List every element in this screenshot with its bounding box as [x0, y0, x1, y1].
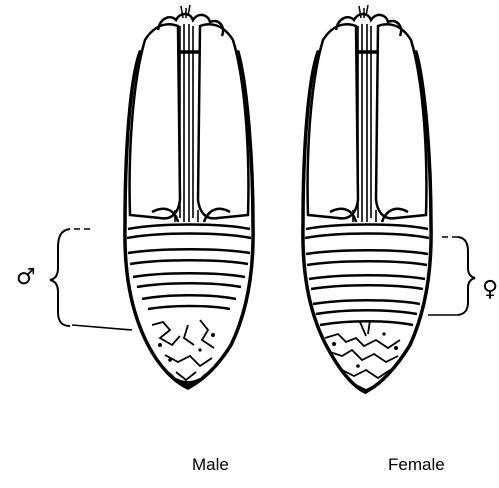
female-wing-pad-right: [376, 24, 426, 218]
male-symbol: ♂: [16, 265, 36, 290]
male-pupa: [125, 5, 253, 388]
female-bracket: [428, 237, 475, 315]
male-bracket: [50, 229, 132, 330]
male-wing-pad-left: [130, 24, 180, 218]
male-brace: [50, 229, 70, 326]
male-antennae: [181, 5, 190, 18]
female-wing-pad-left: [308, 24, 358, 218]
female-pupa: [303, 5, 431, 394]
male-caption: Male: [192, 455, 229, 475]
female-brace: [458, 237, 475, 315]
female-symbol: ♀: [482, 277, 498, 302]
female-antennae: [359, 5, 368, 18]
male-wing-pad-right: [198, 24, 248, 218]
female-caption: Female: [388, 455, 445, 475]
